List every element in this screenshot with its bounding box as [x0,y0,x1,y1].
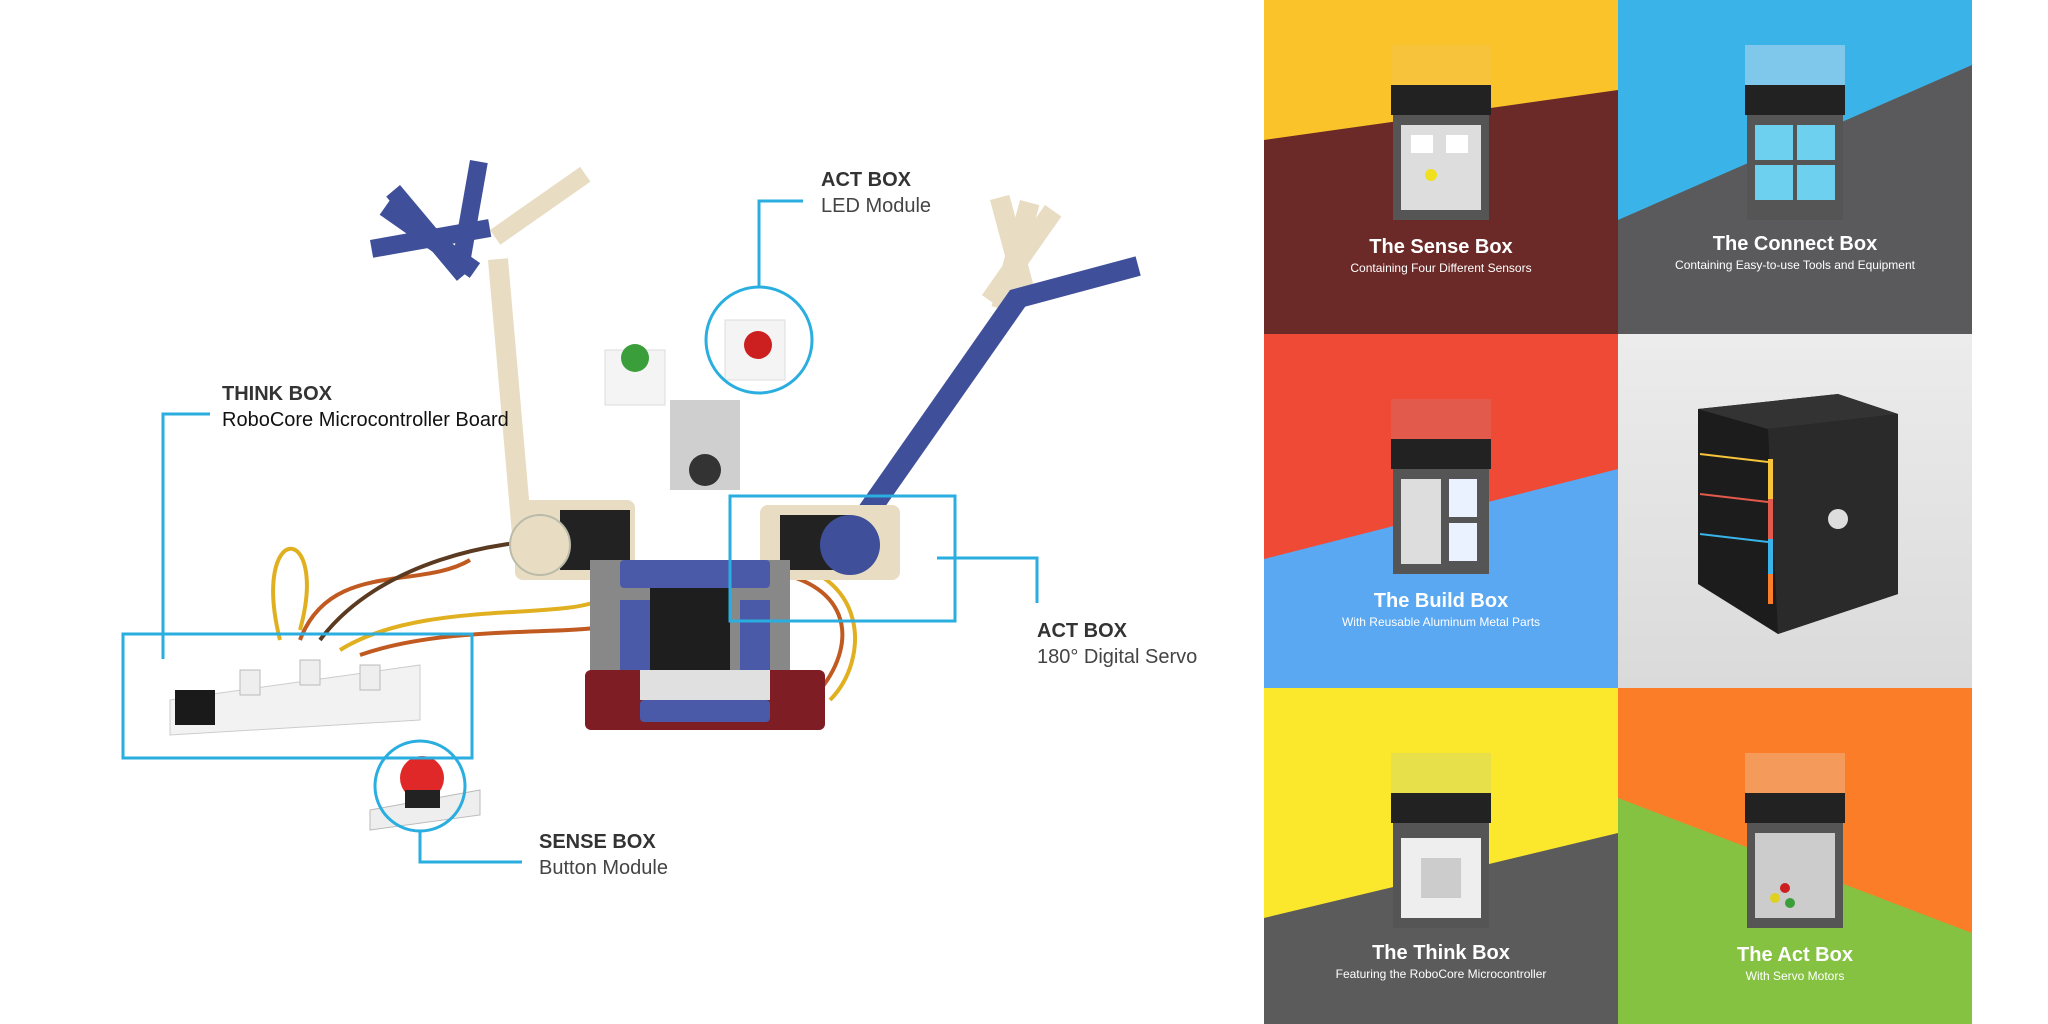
callout-act-led: ACT BOX LED Module [821,167,931,219]
box-open-icon [1391,45,1491,220]
robot-illustration [121,159,1141,864]
product-grid: The Sense Box Containing Four Different … [1264,0,1972,1024]
microcontroller-board [169,664,421,736]
tile-caption: The Connect Box Containing Easy-to-use T… [1618,233,1972,272]
callout-title: THINK BOX [222,383,332,405]
callout-subtitle: LED Module [821,195,932,217]
tile-closed-box[interactable] [1618,334,1972,688]
callout-think: THINK BOX RoboCore Microcontroller Board [222,381,509,433]
tile-title: The Sense Box [1369,236,1513,258]
tile-caption: The Think Box Featuring the RoboCore Mic… [1264,942,1618,981]
callout-lines [121,199,1039,864]
callout-title: ACT BOX [1037,620,1127,642]
callout-subtitle: 180° Digital Servo [1037,646,1198,668]
callout-act-servo: ACT BOX 180° Digital Servo [1037,618,1197,670]
tile-subtitle: With Servo Motors [1745,969,1845,983]
tile-sense-box[interactable]: The Sense Box Containing Four Different … [1264,0,1618,334]
tile-title: The Act Box [1737,944,1853,966]
box-open-icon [1745,753,1845,928]
callout-sense: SENSE BOX Button Module [539,829,668,881]
green-led-module [604,349,666,406]
right-margin [1972,0,2048,1024]
tile-subtitle: With Reusable Aluminum Metal Parts [1341,615,1541,629]
tile-think-box[interactable]: The Think Box Featuring the RoboCore Mic… [1264,688,1618,1024]
tile-title: The Connect Box [1712,233,1878,255]
tile-subtitle: Featuring the RoboCore Microcontroller [1335,967,1547,981]
callout-subtitle: RoboCore Microcontroller Board [222,409,509,431]
callout-title: ACT BOX [821,169,911,191]
callout-title: SENSE BOX [539,831,656,853]
left-hand [369,159,591,539]
right-hand [837,194,1141,549]
box-open-icon [1745,45,1845,220]
robot-diagram: ACT BOX LED Module THINK BOX RoboCore Mi… [121,159,1198,881]
tile-title: The Build Box [1373,590,1509,612]
box-open-icon [1391,753,1491,928]
tile-title: The Think Box [1372,942,1510,964]
tile-subtitle: Containing Four Different Sensors [1350,261,1532,275]
tile-build-box[interactable]: The Build Box With Reusable Aluminum Met… [1264,334,1618,688]
callout-subtitle: Button Module [539,857,668,879]
box-open-icon [1391,399,1491,574]
button-module [369,789,481,831]
tile-connect-box[interactable]: The Connect Box Containing Easy-to-use T… [1618,0,1972,334]
tile-caption: The Sense Box Containing Four Different … [1264,236,1618,275]
tile-subtitle: Containing Easy-to-use Tools and Equipme… [1675,258,1915,272]
tile-act-box[interactable]: The Act Box With Servo Motors [1618,688,1972,1024]
tile-caption: The Act Box With Servo Motors [1618,944,1972,983]
tile-caption: The Build Box With Reusable Aluminum Met… [1264,590,1618,629]
